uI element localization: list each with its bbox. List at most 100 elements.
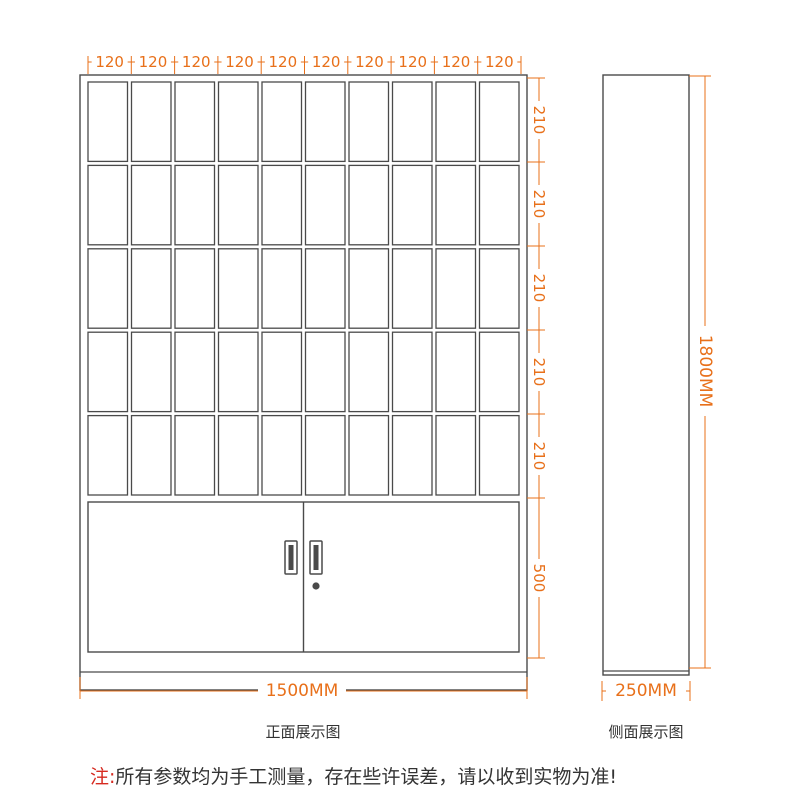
column-width-label: 120 [355,53,384,71]
locker-door [478,248,520,329]
locker-door [435,331,477,413]
locker-door [217,331,259,413]
locker-door [348,331,390,413]
side-cabinet-body [602,74,690,676]
column-label-mask [438,53,475,71]
locker-door [435,248,477,329]
locker-door [87,81,129,163]
door-keyhole [312,582,320,590]
total-width-label: 1500MM [266,681,339,701]
row-label-mask [530,185,548,223]
locker-door [304,331,346,413]
column-label-mask [481,53,518,71]
locker-door [261,331,303,413]
column-label-mask [351,53,388,71]
side-outer-frame [602,74,690,676]
row-height-label: 210 [530,358,548,387]
column-label-mask [221,53,258,71]
left-door-handle-grip [288,545,294,570]
locker-door [174,331,216,413]
row-height-label: 210 [530,106,548,135]
locker-door [391,164,433,246]
row-height-label: 210 [530,442,548,471]
locker-door [130,164,172,246]
locker-door [391,248,433,329]
locker-door [478,164,520,246]
locker-door [261,414,303,496]
locker-door [478,414,520,496]
column-label-mask [91,53,128,71]
side-view: 1800MM 250MM 侧面展示图 [601,74,716,741]
left-door-handle [284,540,298,575]
column-width-label: 120 [398,53,427,71]
row-height-label: 210 [530,190,548,219]
locker-door [261,248,303,329]
locker-door [435,81,477,163]
locker-door [87,414,129,496]
locker-door [261,164,303,246]
total-width-dimension: 1500MM [79,677,528,702]
locker-door [478,331,520,413]
note-label: 注: [90,766,115,788]
locker-door [87,164,129,246]
locker-door [348,414,390,496]
side-depth-label-mask [606,680,686,702]
column-label-mask [308,53,345,71]
locker-door [174,164,216,246]
locker-door [217,248,259,329]
row-label-mask [530,353,548,391]
locker-door [348,164,390,246]
locker-door [174,414,216,496]
locker-door [478,81,520,163]
locker-door [348,81,390,163]
note-text: 所有参数均为手工测量，存在些许误差，请以收到实物为准! [115,766,617,788]
locker-door [435,414,477,496]
row-height-label: 210 [530,274,548,303]
column-width-label: 120 [485,53,514,71]
column-width-label: 120 [269,53,298,71]
locker-door [391,331,433,413]
row-label-mask [530,269,548,307]
column-label-mask [134,53,171,71]
locker-door [130,414,172,496]
locker-door [130,81,172,163]
locker-door [391,414,433,496]
locker-door [391,81,433,163]
right-door-handle-grip [313,545,319,570]
locker-grid [87,81,520,496]
measurement-note: 注:所有参数均为手工测量，存在些许误差，请以收到实物为准! [90,766,617,788]
side-height-dimension: 1800MM [689,75,716,669]
side-depth-dimension: 250MM [601,680,691,702]
locker-door [217,81,259,163]
column-label-mask [264,53,301,71]
column-width-label: 120 [182,53,211,71]
locker-door [304,164,346,246]
locker-door [261,81,303,163]
locker-door [304,414,346,496]
column-width-label: 120 [225,53,254,71]
width-label-mask [258,680,346,702]
lower-height-label: 500 [530,564,548,593]
column-width-label: 120 [139,53,168,71]
column-width-label: 120 [442,53,471,71]
row-label-mask [530,437,548,475]
locker-door [174,81,216,163]
row-label-mask [530,101,548,139]
right-door-handle [309,540,323,575]
locker-door [130,331,172,413]
locker-door [304,81,346,163]
column-label-mask [178,53,215,71]
side-depth-label: 250MM [615,681,677,701]
side-height-label-mask [694,326,716,416]
column-label-mask [394,53,431,71]
column-width-label: 120 [95,53,124,71]
lower-cabinet [87,501,520,653]
locker-door [304,248,346,329]
locker-door [174,248,216,329]
locker-door [217,164,259,246]
side-view-caption: 侧面展示图 [608,723,683,741]
row-height-dimensions: 210 210 210 210 210 500 [527,77,548,659]
